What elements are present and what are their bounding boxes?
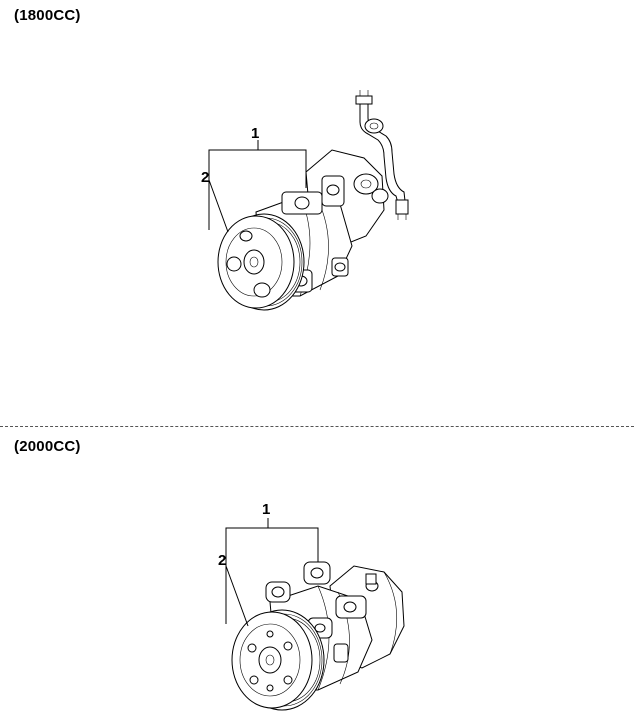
callout-1-1800cc: 1 [251, 125, 259, 142]
compressor-2000cc-drawing[interactable] [225, 518, 405, 711]
callout-2-1800cc: 2 [201, 169, 209, 186]
section-divider [0, 426, 634, 427]
callout-1-2000cc: 1 [262, 501, 270, 518]
callout-2-2000cc: 2 [218, 552, 226, 569]
section-title-2000cc: (2000CC) [14, 438, 81, 455]
compressor-1800cc-drawing[interactable] [208, 90, 409, 311]
clutch-pulley-1800cc [217, 213, 305, 311]
section-title-1800cc: (1800CC) [14, 7, 81, 24]
clutch-pulley-2000cc [231, 609, 325, 711]
refrigerant-pipe-1800cc [355, 90, 409, 220]
